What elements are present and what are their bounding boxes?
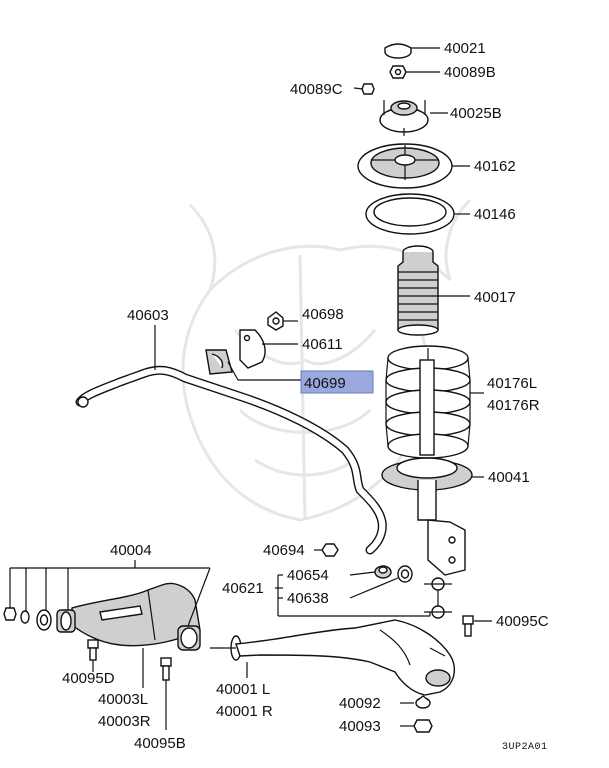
label-40176r[interactable]: 40176R (487, 397, 540, 414)
part-40638[interactable] (397, 565, 413, 583)
part-40176-coil-spring[interactable] (385, 345, 471, 459)
part-40021[interactable] (384, 43, 412, 59)
label-40089c[interactable]: 40089C (290, 81, 343, 98)
diagram-code: 3UP2A01 (502, 742, 548, 753)
label-40017[interactable]: 40017 (474, 289, 516, 306)
label-40095b[interactable]: 40095B (134, 735, 186, 752)
label-40694[interactable]: 40694 (263, 542, 305, 559)
part-40001-lower-arm[interactable] (210, 619, 456, 696)
label-40004[interactable]: 40004 (110, 542, 152, 559)
label-40146[interactable]: 40146 (474, 206, 516, 223)
label-40093[interactable]: 40093 (339, 718, 381, 735)
label-40095c[interactable]: 40095C (496, 613, 549, 630)
label-40001r[interactable]: 40001 R (216, 703, 273, 720)
label-40611[interactable]: 40611 (302, 336, 343, 353)
label-40089b[interactable]: 40089B (444, 64, 496, 81)
part-40654[interactable] (374, 565, 392, 579)
label-40603[interactable]: 40603 (127, 307, 169, 324)
label-40176l[interactable]: 40176L (487, 375, 537, 392)
label-40638[interactable]: 40638 (287, 590, 329, 607)
part-stabilizer-link[interactable] (424, 577, 452, 619)
label-40095d[interactable]: 40095D (62, 670, 115, 687)
part-40611[interactable] (239, 329, 266, 369)
part-40603-stabilizer-bar[interactable] (75, 365, 387, 555)
label-40001l[interactable]: 40001 L (216, 681, 270, 698)
part-40041[interactable] (381, 359, 473, 576)
part-40095b[interactable] (160, 657, 172, 681)
label-40654[interactable]: 40654 (287, 567, 329, 584)
part-40162[interactable] (357, 143, 453, 189)
label-40003r[interactable]: 40003R (98, 713, 151, 730)
part-40089c[interactable] (361, 83, 375, 95)
part-40004-bushing-set[interactable] (3, 607, 201, 651)
label-40698[interactable]: 40698 (302, 306, 344, 323)
part-40003-lower-arm[interactable] (71, 582, 201, 647)
part-40694[interactable] (321, 543, 339, 557)
label-40041[interactable]: 40041 (488, 469, 530, 486)
part-40017[interactable] (397, 245, 439, 336)
part-40093[interactable] (413, 719, 433, 733)
label-40162[interactable]: 40162 (474, 158, 516, 175)
label-40021[interactable]: 40021 (444, 40, 486, 57)
label-40025b[interactable]: 40025B (450, 105, 502, 122)
label-40092[interactable]: 40092 (339, 695, 381, 712)
part-40089b[interactable] (389, 65, 407, 79)
part-40025b[interactable] (379, 100, 429, 136)
leader-lines (9, 47, 492, 730)
part-40092[interactable] (415, 695, 431, 709)
part-40095d[interactable] (87, 639, 99, 661)
part-40699[interactable] (205, 349, 233, 375)
part-40698[interactable] (267, 311, 284, 331)
label-40621[interactable]: 40621 (222, 580, 264, 597)
part-40146[interactable] (365, 193, 455, 235)
label-40699[interactable]: 40699 (304, 375, 346, 392)
label-40003l[interactable]: 40003L (98, 691, 148, 708)
highlight-40699 (300, 370, 374, 394)
part-40095c[interactable] (462, 615, 474, 637)
part-labels: 40021 40089B 40089C 40025B 40162 40146 4… (62, 40, 549, 753)
